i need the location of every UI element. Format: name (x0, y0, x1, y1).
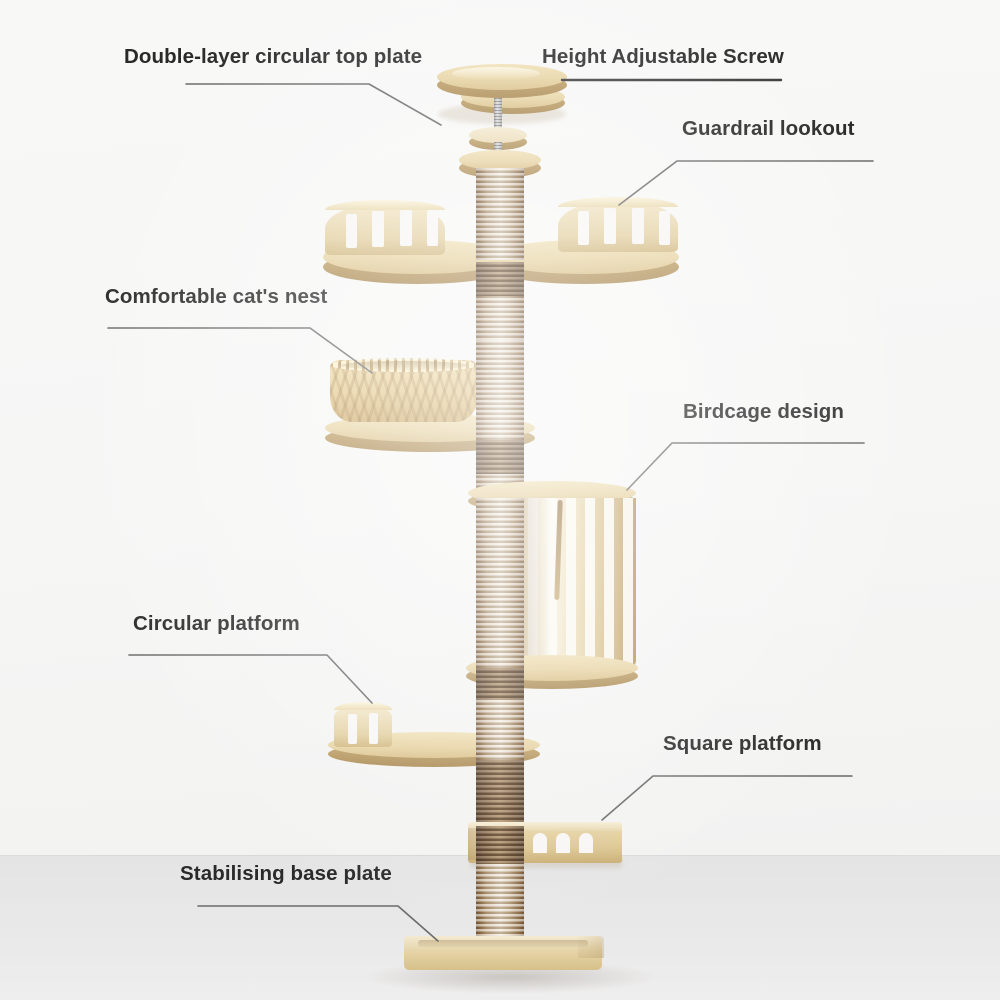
base-plate-front (404, 950, 602, 970)
label-height-adjustable-screw: Height Adjustable Screw (542, 45, 784, 68)
guardrail-left-rail-top-edge (325, 200, 445, 210)
label-square-platform: Square platform (663, 732, 822, 755)
base-plate-inner-groove (418, 940, 588, 947)
guardrail-left-slot-3 (400, 210, 412, 246)
label-circular-platform: Circular platform (133, 612, 300, 635)
guardrail-right-slot-4 (659, 211, 670, 245)
guardrail-right-slot-2 (604, 208, 616, 244)
label-double-layer-circular-top-plate: Double-layer circular top plate (124, 45, 423, 68)
sisal-post-below-nest (476, 440, 524, 474)
sisal-post-at-square-platform (476, 826, 524, 866)
circular-platform-rail-top (334, 702, 392, 710)
post-collar (459, 150, 541, 170)
cat-nest-basket-inner-shadow (341, 361, 467, 370)
guardrail-right-slot-3 (632, 208, 644, 244)
label-guardrail-lookout: Guardrail lookout (682, 117, 855, 140)
circular-platform-rail-band (334, 705, 392, 747)
base-plate-right-bevel (578, 936, 604, 958)
sisal-post-below-birdcage (476, 668, 524, 700)
square-platform-arch-4 (579, 833, 593, 853)
sisal-post-at-birdcage (476, 498, 524, 668)
label-stabilising-base-plate: Stabilising base plate (180, 862, 392, 885)
circular-platform-rail-slot-2 (369, 713, 378, 744)
guardrail-left-slot-2 (372, 211, 384, 247)
screw-adjust-nut (469, 127, 527, 143)
sisal-post-below-circular-platform (476, 760, 524, 830)
square-platform-arch-2 (533, 833, 547, 853)
sisal-post-to-base (476, 864, 524, 944)
label-comfortable-cats-nest: Comfortable cat's nest (105, 285, 328, 308)
square-platform-arch-3 (556, 833, 570, 853)
label-birdcage-design: Birdcage design (683, 400, 844, 423)
top-plate-upper-highlight (452, 67, 540, 80)
guardrail-left-slot-4 (427, 211, 438, 246)
sisal-post-at-circular-platform (476, 700, 524, 762)
guardrail-right-rail-top-edge (558, 197, 678, 207)
guardrail-left-slot-1 (346, 214, 357, 248)
sisal-post-below-lookout (476, 262, 524, 296)
screw-thread-texture-upper (494, 98, 502, 130)
circular-platform-rail-slot-1 (348, 714, 357, 744)
guardrail-right-slot-1 (578, 211, 589, 245)
sisal-post-at-nest (476, 340, 524, 440)
sisal-post-through-lookout (476, 168, 524, 260)
